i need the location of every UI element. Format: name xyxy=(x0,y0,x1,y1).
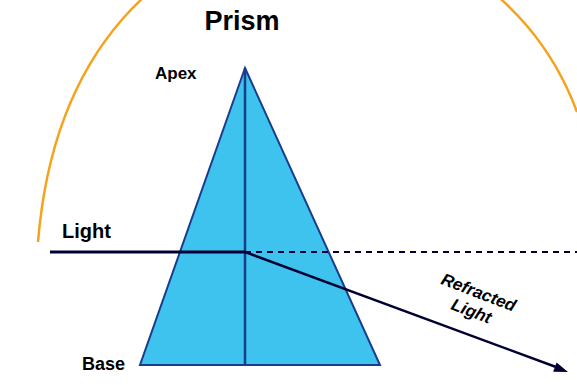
apex-label: Apex xyxy=(155,64,197,84)
base-label: Base xyxy=(82,354,125,375)
arrow-head xyxy=(553,362,568,372)
beam-label: Refracted Light xyxy=(421,266,528,338)
incident-ray xyxy=(50,251,245,254)
ray-label: Light xyxy=(62,220,111,243)
diagram-title: Prism xyxy=(204,6,279,37)
unrefracted-path xyxy=(245,251,577,253)
refracted-ray xyxy=(245,252,556,367)
center-line xyxy=(244,68,247,365)
prism-shape xyxy=(140,68,380,365)
